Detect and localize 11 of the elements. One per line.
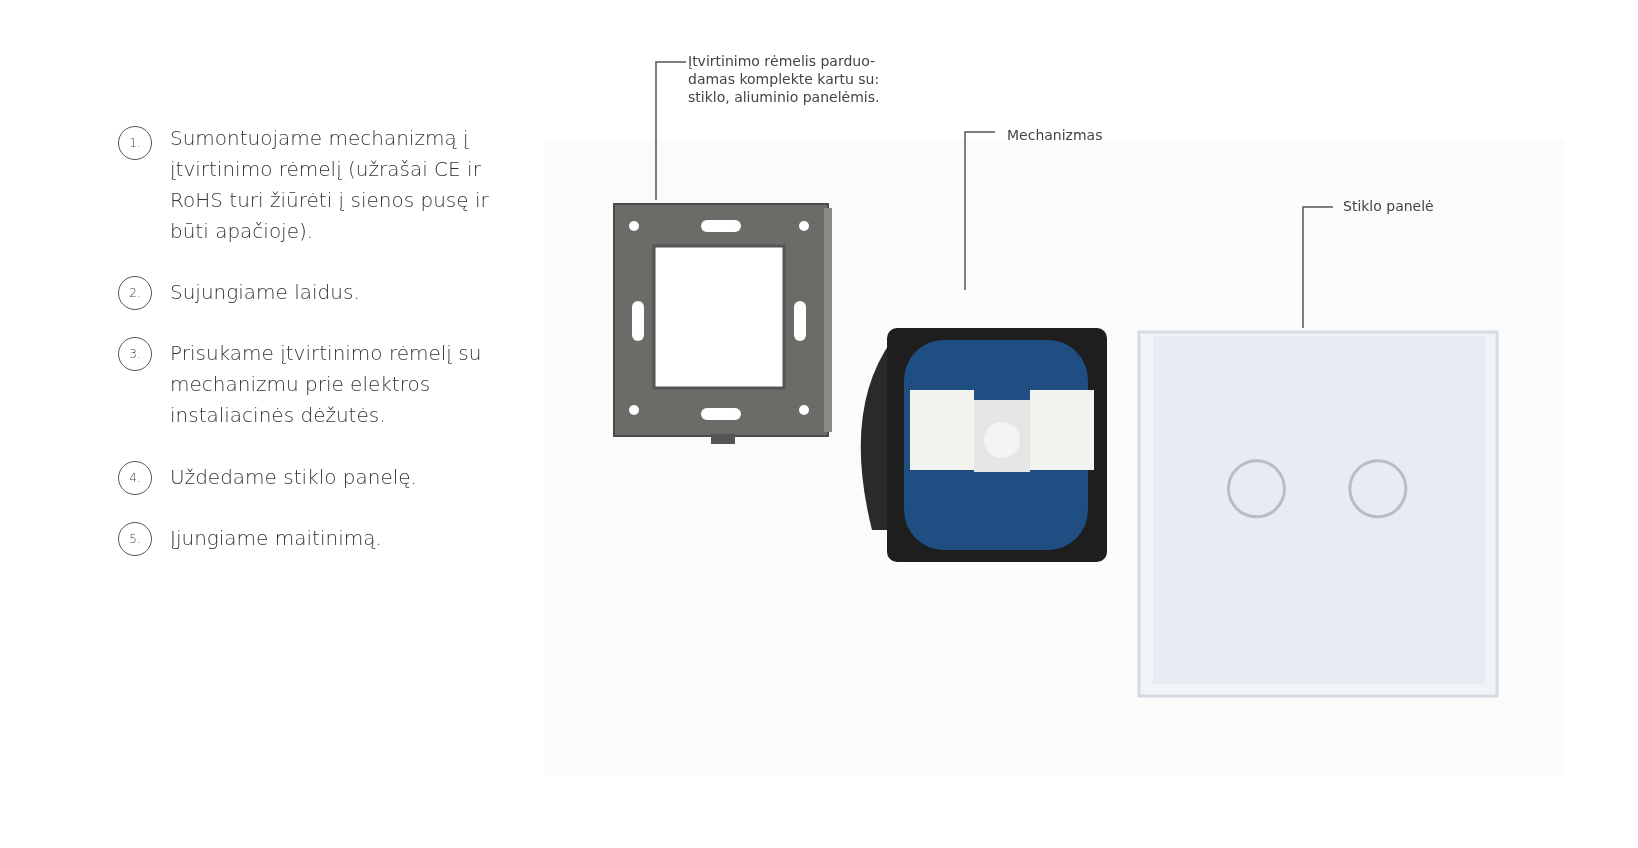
leader-line: [655, 61, 687, 201]
step-text: Sumontuojame mechanizmą į įtvirtinimo rėmelį (užrašai CE ir RoHS turi žiūrėti į sienos pusę ir būti apačioje).: [170, 125, 490, 245]
step-text: Įjungiame maitinimą.: [170, 525, 383, 552]
step-text: Sujungiame laidus.: [170, 279, 361, 306]
step-text: Prisukame įtvirtinimo rėmelį su mechanizmu prie elektros instaliacinės dėžutės.: [170, 340, 483, 429]
leader-line: [964, 131, 996, 291]
step-text: Uždedame stiklo panelę.: [170, 464, 418, 491]
leader-line: [1302, 206, 1334, 329]
callout-text: Stiklo panelė: [1343, 197, 1483, 215]
callout-text: Įtvirtinimo rėmelis parduo- damas komplekte kartu su: stiklo, aliuminio panelėmis.: [688, 52, 920, 106]
callout-text: Mechanizmas: [1007, 126, 1147, 144]
